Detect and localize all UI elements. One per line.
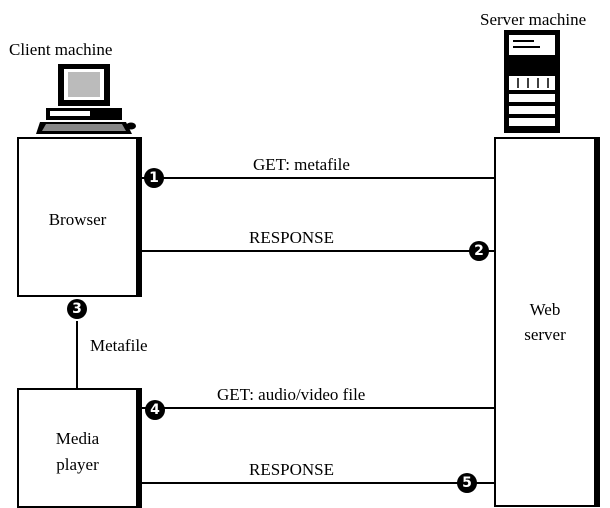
browser-box: Browser <box>17 137 142 297</box>
server-icon <box>504 30 560 133</box>
client-machine-title: Client machine <box>9 40 113 59</box>
media-player-box: Media player <box>17 388 142 508</box>
metafile-link-line <box>76 321 78 388</box>
message-label-response-2: RESPONSE <box>249 460 335 479</box>
metafile-link-label: Metafile <box>90 336 148 355</box>
message-label-get-metafile: GET: metafile <box>253 155 350 174</box>
media-player-label-line2: player <box>56 455 99 474</box>
web-server-label-line1: Web <box>529 300 561 319</box>
message-label-get-audio-video: GET: audio/video file <box>217 385 366 404</box>
server-machine-title: Server machine <box>480 10 587 29</box>
message-line-get-audio-video <box>142 407 494 409</box>
web-server-label-line2: server <box>524 325 566 344</box>
web-server-box: Web server <box>494 137 600 507</box>
media-player-label-line1: Media <box>55 429 100 448</box>
message-line-response-1 <box>142 250 494 252</box>
message-label-response-1: RESPONSE <box>249 228 335 247</box>
browser-label: Browser <box>48 210 107 229</box>
step-2-badge: 2 <box>469 241 489 261</box>
message-line-get-metafile <box>142 177 494 179</box>
step-4-badge: 4 <box>145 400 165 420</box>
message-line-response-2 <box>142 482 494 484</box>
step-5-badge: 5 <box>457 473 477 493</box>
step-3-badge: 3 <box>67 299 87 319</box>
step-1-badge: 1 <box>144 168 164 188</box>
client-computer-icon <box>36 64 136 134</box>
